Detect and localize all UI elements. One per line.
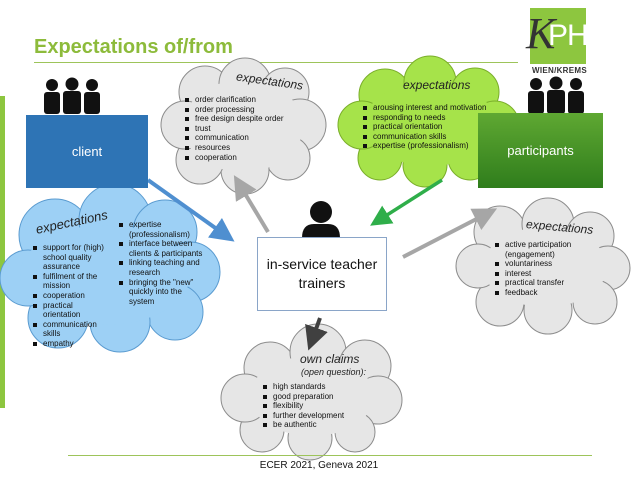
list-item: practical orientation xyxy=(362,122,502,132)
list-item: order clarification xyxy=(184,95,304,105)
arrow-participants-to-trainers xyxy=(370,178,443,226)
left-accent-bar xyxy=(0,96,5,408)
list-item: communication skills xyxy=(32,320,110,339)
list-item: cooperation xyxy=(184,153,304,163)
cloud-bottom-title: own claims xyxy=(300,352,360,366)
list-item: communication skills xyxy=(362,132,502,142)
list-item: practical transfer xyxy=(494,278,600,288)
list-item: fulfilment of the mission xyxy=(32,272,110,291)
list-item: communication xyxy=(184,133,304,143)
list-item: flexibility xyxy=(262,401,372,411)
trainers-label-line2: trainers xyxy=(298,275,346,291)
list-item: free design despite order xyxy=(184,114,304,124)
list-item: practical orientation xyxy=(32,301,110,320)
list-item: support for (high) school quality assura… xyxy=(32,243,110,272)
list-item: empathy xyxy=(32,339,110,349)
list-item: expertise (professionalism) xyxy=(362,141,502,151)
list-item: feedback xyxy=(494,288,600,298)
arrow-trainers-to-right-cloud xyxy=(402,208,498,259)
list-item: linking teaching and research xyxy=(118,258,208,277)
footer-divider xyxy=(68,455,592,456)
cloud-top-right-title: expectations xyxy=(403,78,471,92)
client-group-icon xyxy=(44,77,100,114)
ph-logo: K PH WIEN/KREMS xyxy=(526,8,589,76)
cloud-right-list: active participation (engagement)volunta… xyxy=(494,240,600,298)
list-item: order processing xyxy=(184,105,304,115)
logo-box xyxy=(530,8,586,64)
logo-mark: PH xyxy=(548,19,589,52)
title-divider xyxy=(34,62,518,63)
trainers-label-line1: in-service teacher xyxy=(266,256,378,272)
trainer-person-icon xyxy=(302,201,340,238)
cloud-left-shape xyxy=(0,183,221,353)
list-item: expertise (professionalism) xyxy=(118,220,208,239)
list-item: interest xyxy=(494,269,600,279)
participants-label: participants xyxy=(507,143,574,158)
arrow-client-to-trainers xyxy=(146,178,235,242)
list-item: further development xyxy=(262,411,372,421)
arrow-trainers-to-top-cloud xyxy=(233,175,270,234)
participants-box: participants xyxy=(478,113,603,188)
client-box: client xyxy=(26,115,148,188)
list-item: bringing the "new" quickly into the syst… xyxy=(118,278,208,307)
trainers-box: in-service teacher trainers xyxy=(257,237,387,311)
trainers-label: in-service teacher trainers xyxy=(258,255,386,293)
list-item: interface between clients & participants xyxy=(118,239,208,258)
arrow-trainers-to-bottom-cloud xyxy=(305,317,328,351)
list-item: be authentic xyxy=(262,420,372,430)
list-item: arousing interest and motivation xyxy=(362,103,502,113)
list-item: voluntariness xyxy=(494,259,600,269)
logo-subtitle: WIEN/KREMS xyxy=(532,66,587,75)
logo-letter: K xyxy=(526,9,556,58)
list-item: high standards xyxy=(262,382,372,392)
list-item: cooperation xyxy=(32,291,110,301)
list-item: active participation (engagement) xyxy=(494,240,600,259)
cloud-left-list-col2: expertise (professionalism)interface bet… xyxy=(118,220,208,306)
footer-text: ECER 2021, Geneva 2021 xyxy=(259,460,379,471)
list-item: good preparation xyxy=(262,392,372,402)
list-item: resources xyxy=(184,143,304,153)
client-label: client xyxy=(71,144,103,159)
cloud-left-list-col1: support for (high) school quality assura… xyxy=(32,243,110,349)
page-title: Expectations of/from xyxy=(34,36,233,58)
cloud-bottom-subtitle: (open question): xyxy=(301,367,367,377)
list-item: trust xyxy=(184,124,304,134)
list-item: responding to needs xyxy=(362,113,502,123)
participants-group-icon xyxy=(528,76,584,114)
